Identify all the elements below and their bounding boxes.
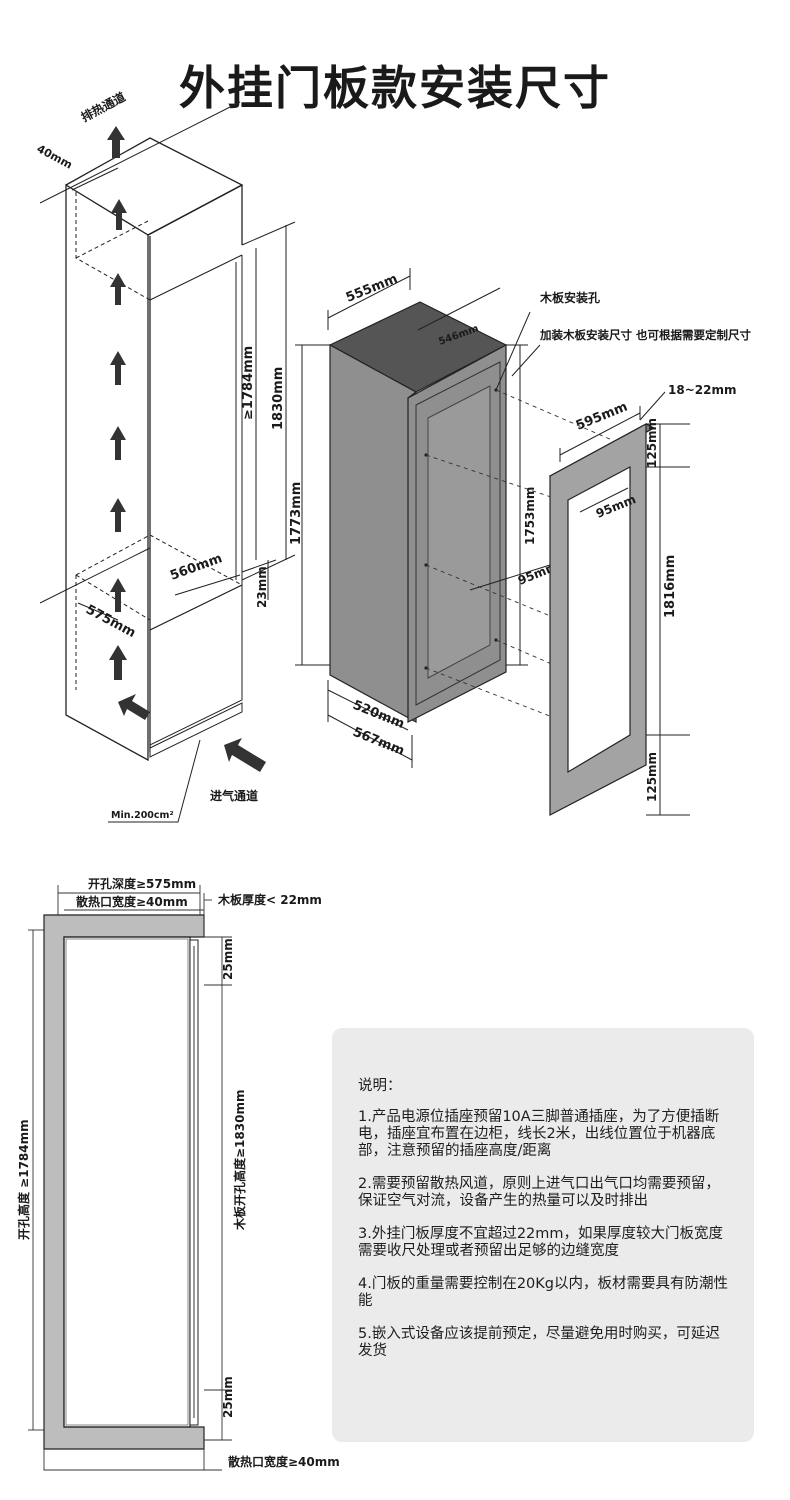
panel-width-label: 595mm xyxy=(574,399,630,433)
up-arrow-icon xyxy=(110,351,126,385)
up-arrow-icon xyxy=(110,273,126,305)
up-arrow-icon xyxy=(110,426,126,460)
bottom-gap-section-label: 25mm xyxy=(221,1376,235,1418)
unit-width-label: 555mm xyxy=(344,271,400,305)
intake-arrow-icon xyxy=(118,694,150,720)
cooler-unit-diagram xyxy=(295,268,613,768)
notes-box: 说明： 1.产品电源位插座预留10A三脚普通插座，为了方便插断电，插座宜布置在边… xyxy=(332,1028,754,1442)
opening-depth-label: 开孔深度≥575mm xyxy=(88,876,196,891)
panel-opening-height-label: 木板开孔高度≥1830mm xyxy=(232,1090,247,1231)
unit-height-label: 1773mm xyxy=(289,482,304,545)
opening-height-label: 开孔高度 ≥1784mm xyxy=(16,1119,31,1240)
vent-width-top-label: 散热口宽度≥40mm xyxy=(76,894,188,909)
total-height-label: 1830mm xyxy=(271,367,286,430)
up-arrow-icon xyxy=(110,498,126,532)
mount-holes-label: 木板安装孔 xyxy=(539,290,600,305)
panel-note-label: 加装木板安装尺寸 也可根据需要定制尺寸 xyxy=(539,328,752,342)
up-arrow-icon xyxy=(111,199,127,230)
page-title: 外挂门板款安装尺寸 xyxy=(179,61,611,115)
note-item-4: 4.门板的重量需要控制在20Kg以内，板材需要具有防潮性能 xyxy=(358,1276,728,1309)
top-gap-section-label: 25mm xyxy=(221,938,235,980)
intake-arrow-icon xyxy=(224,738,266,772)
cabinet-dimension-labels: 排热通道 40mm ≥1784mm 1830mm 560mm 23mm 575m… xyxy=(35,89,286,821)
up-arrow-icon xyxy=(109,645,127,680)
width-label: 560mm xyxy=(168,551,224,584)
panel-bottom-margin-label: 125mm xyxy=(645,752,659,802)
notes-heading: 说明： xyxy=(358,1078,402,1094)
panel-height-label: 1816mm xyxy=(663,555,678,618)
top-gap-label: 40mm xyxy=(35,142,75,171)
min-area-label: Min.200cm² xyxy=(111,810,174,821)
intake-channel-label: 进气通道 xyxy=(210,788,258,803)
note-item-5: 5.嵌入式设备应该提前预定，尽量避免用时购买，可延迟发货 xyxy=(358,1326,720,1359)
cabinet-diagram xyxy=(39,101,296,823)
min-height-label: ≥1784mm xyxy=(241,346,256,420)
exhaust-arrow-icon xyxy=(107,126,125,158)
base-height-label: 23mm xyxy=(255,566,269,608)
panel-thickness-section-label: 木板厚度< 22mm xyxy=(217,892,322,907)
vent-width-bottom-label: 散热口宽度≥40mm xyxy=(228,1454,340,1469)
door-panel-diagram xyxy=(548,391,690,816)
section-diagram: 开孔深度≥575mm 散热口宽度≥40mm 木板厚度< 22mm 25mm 开孔… xyxy=(16,876,340,1471)
panel-top-margin-label: 125mm xyxy=(645,418,659,468)
note-item-3: 3.外挂门板厚度不宜超过22mm，如果厚度较大门板宽度需要收尺处理或者预留出足够… xyxy=(358,1226,724,1259)
airflow-arrows xyxy=(107,126,266,772)
panel-thickness-label: 18~22mm xyxy=(668,383,736,397)
unit-inner-height-label: 1753mm xyxy=(523,487,537,545)
up-arrow-icon xyxy=(110,578,126,612)
exhaust-channel-label: 排热通道 xyxy=(78,89,127,125)
note-item-2: 2.需要预留散热风道，原则上进气口出气口均需要预留，保证空气对流，设备产生的热量… xyxy=(358,1176,720,1209)
note-item-1: 1.产品电源位插座预留10A三脚普通插座，为了方便插断电，插座宜布置在边柜，线长… xyxy=(358,1109,720,1159)
